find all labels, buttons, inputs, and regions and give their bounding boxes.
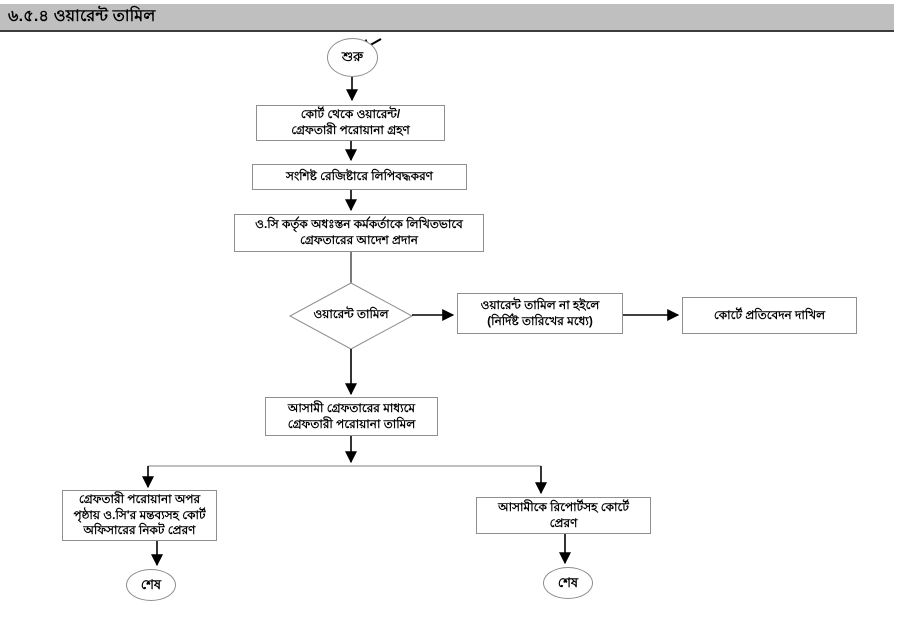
record-register-line1: সংশিষ্ট রেজিষ্টারে লিপিবদ্ধকরণ [286,169,433,184]
receive-warrant-line2: গ্রেফতারী পরোয়ানা গ্রহণ [291,123,410,137]
flow-node-send-accused: আসামীকে রিপোর্টসহ কোর্টে প্রেরণ [476,497,651,534]
not-executed-line2: (নির্দিষ্ট তারিখের মধ্যে) [487,313,593,328]
send-warrant-back-line2: পৃষ্ঠায় ও.সি'র মন্তব্যসহ কোর্ট [73,507,206,522]
written-order-line1: ও.সি কর্তৃক অধঃস্তন কর্মকর্তাকে লিখিতভাব… [255,217,463,232]
send-accused-line1: আসামীকে রিপোর্টসহ কোর্টে [498,499,629,514]
arrest-execute-line1: আসামী গ্রেফতারের মাধ্যমে [287,400,416,415]
send-warrant-back-line3: অফিসারের নিকট প্রেরণ [83,523,196,538]
flow-node-written-order: ও.সি কর্তৃক অধঃস্তন কর্মকর্তাকে লিখিতভাব… [234,214,484,252]
send-warrant-back-line1: গ্রেফতারী পরোয়ানা অপর [78,492,201,507]
end-left-label: শেষ [140,576,162,592]
flow-node-decision: ওয়ারেন্ট তামিল [291,302,411,330]
arrest-execute-line2: গ্রেফতারী পরোয়ানা তামিল [287,416,416,431]
receive-warrant-line1: কোর্ট থেকে ওয়ারেন্ট/ [300,107,401,122]
section-title-text: ৬.৫.৪ ওয়ারেন্ট তামিল [8,8,156,25]
written-order-line2: গ্রেফতারের আদেশ প্রদান [300,233,418,247]
start-label: শুরু [341,49,364,65]
flow-node-not-executed: ওয়ারেন্ট তামিল না হইলে (নির্দিষ্ট তারিখ… [457,293,623,334]
flow-node-send-warrant-back: গ্রেফতারী পরোয়ানা অপর পৃষ্ঠায় ও.সি'র ম… [62,490,217,541]
court-report-line1: কোর্টে প্রতিবেদন দাখিল [713,307,826,322]
decision-label: ওয়ারেন্ট তামিল [313,307,389,321]
send-accused-line2: প্রেরণ [549,515,578,530]
flow-node-arrest-execute: আসামী গ্রেফতারের মাধ্যমে গ্রেফতারী পরোয়… [265,397,438,436]
flow-node-court-report: কোর্টে প্রতিবেদন দাখিল [682,297,857,334]
flow-node-end-left: শেষ [126,569,176,601]
flow-node-end-right: শেষ [543,567,593,599]
flow-node-start: শুরু [327,38,378,77]
not-executed-line1: ওয়ারেন্ট তামিল না হইলে [480,297,600,312]
flow-node-receive-warrant: কোর্ট থেকে ওয়ারেন্ট/ গ্রেফতারী পরোয়ানা… [256,105,445,141]
section-title: ৬.৫.৪ ওয়ারেন্ট তামিল [0,4,894,32]
end-right-label: শেষ [557,574,579,590]
flow-node-record-register: সংশিষ্ট রেজিষ্টারে লিপিবদ্ধকরণ [252,164,467,190]
